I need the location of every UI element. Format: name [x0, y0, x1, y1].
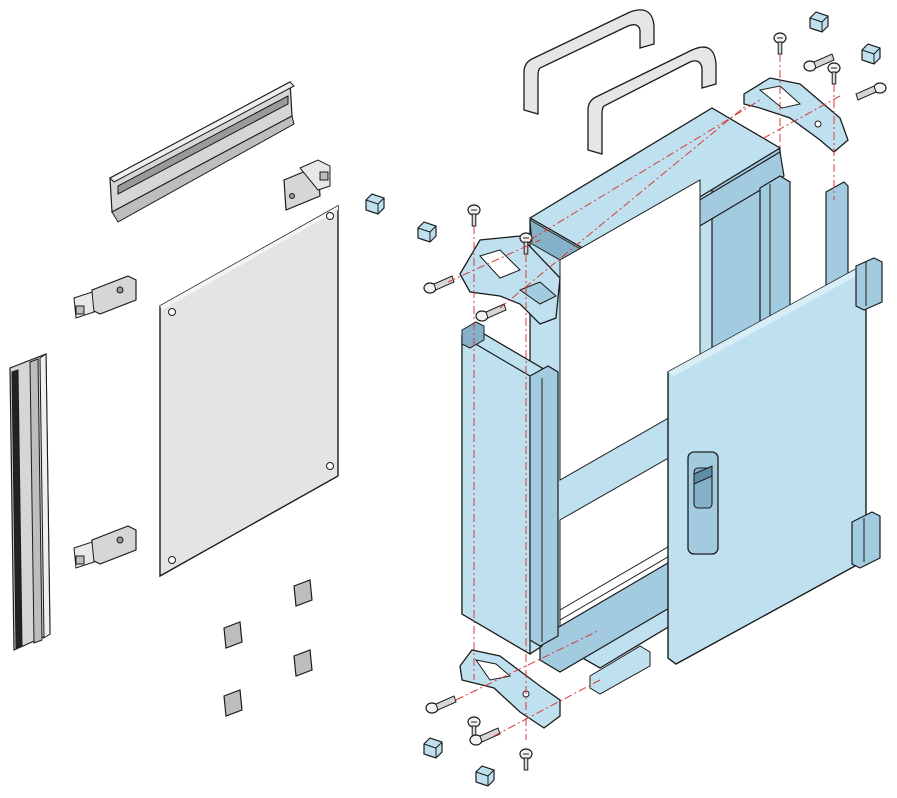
clip-icon — [809, 11, 829, 33]
din-rail-horizontal — [109, 81, 295, 223]
screw-icon — [519, 748, 533, 771]
screw-horizontal-icon — [423, 275, 455, 294]
clip-icon — [475, 765, 495, 787]
carry-handle-front — [587, 46, 717, 155]
plate-bracket-upper — [73, 275, 137, 319]
mounting-plate — [159, 204, 339, 578]
screw-horizontal-icon — [425, 695, 457, 714]
clip-icon — [423, 737, 443, 759]
screw-horizontal-icon — [469, 727, 501, 746]
enclosure-door — [667, 257, 883, 665]
corner-connector-top-left — [459, 235, 561, 325]
assembly-guide-lines — [447, 54, 841, 740]
clip-icon — [861, 43, 881, 65]
plate-bracket-lower — [73, 525, 137, 569]
plate-bracket-top — [283, 159, 331, 211]
door-lock-icon — [687, 451, 719, 555]
screw-horizontal-icon — [855, 82, 887, 101]
door-hinge-upper-icon — [855, 257, 883, 311]
screw-icon — [467, 204, 481, 227]
screw-icon — [827, 62, 841, 85]
cabinet-foot-pads — [223, 579, 313, 717]
clip-icon — [417, 221, 437, 243]
door-hinge-lower-icon — [851, 511, 881, 569]
clip-icon — [365, 193, 385, 215]
mounting-rail-vertical — [9, 353, 51, 651]
screw-horizontal-icon — [803, 53, 835, 72]
carry-handle-rear — [523, 9, 655, 115]
screw-icon — [773, 32, 787, 55]
corner-connector-bottom — [459, 649, 561, 729]
enclosure-side-wall — [461, 321, 559, 656]
